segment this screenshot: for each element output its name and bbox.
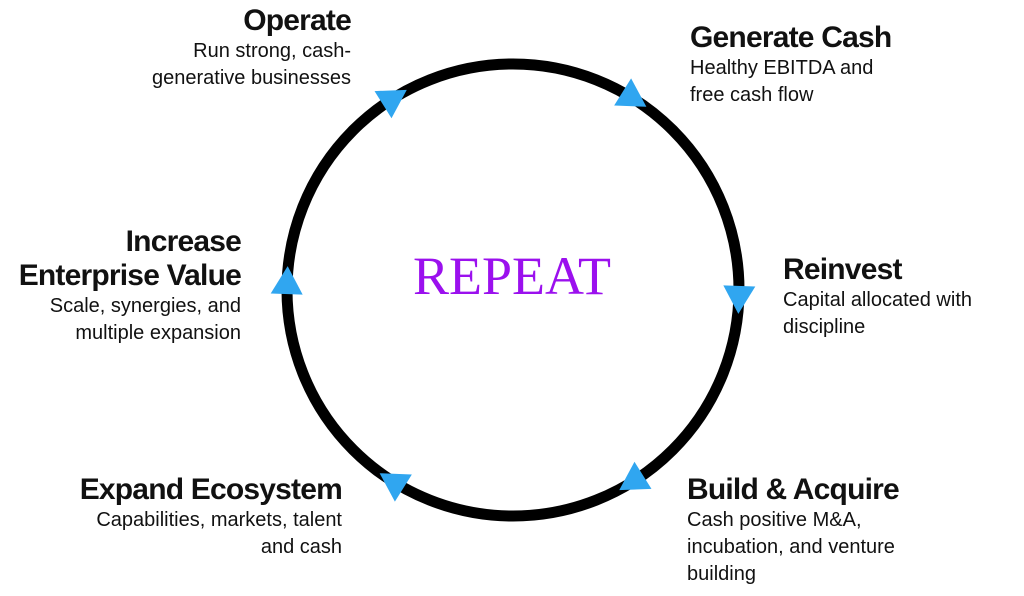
triangle-arrow-icon — [614, 78, 647, 107]
cycle-arrows — [270, 78, 756, 502]
step-operate: Operate Run strong, cash-generative busi… — [100, 4, 352, 92]
triangle-arrow-icon — [619, 461, 652, 491]
triangle-arrow-icon — [379, 473, 412, 502]
step-title: Reinvest — [783, 253, 902, 286]
triangle-arrow-icon — [270, 266, 303, 295]
triangle-arrow-icon — [374, 89, 407, 119]
step-build-acquire: Build & Acquire Cash positive M&A,incuba… — [687, 473, 987, 588]
step-title: Generate Cash — [690, 21, 892, 54]
step-description: Cash positive M&A,incubation, and ventur… — [687, 507, 987, 588]
step-title: Operate — [243, 4, 352, 37]
step-title: Expand Ecosystem — [79, 473, 343, 506]
step-description-text: Run strong, cash-generative businesses — [151, 40, 351, 89]
step-description-text: Cash positive M&A,incubation, and ventur… — [687, 509, 895, 585]
step-title: Build & Acquire — [687, 473, 900, 506]
center-label: REPEAT — [412, 246, 612, 306]
step-description: Run strong, cash-generative businesses — [100, 38, 351, 92]
step-expand-ecosystem: Expand Ecosystem Capabilities, markets, … — [42, 473, 343, 561]
triangle-arrow-icon — [723, 285, 756, 314]
